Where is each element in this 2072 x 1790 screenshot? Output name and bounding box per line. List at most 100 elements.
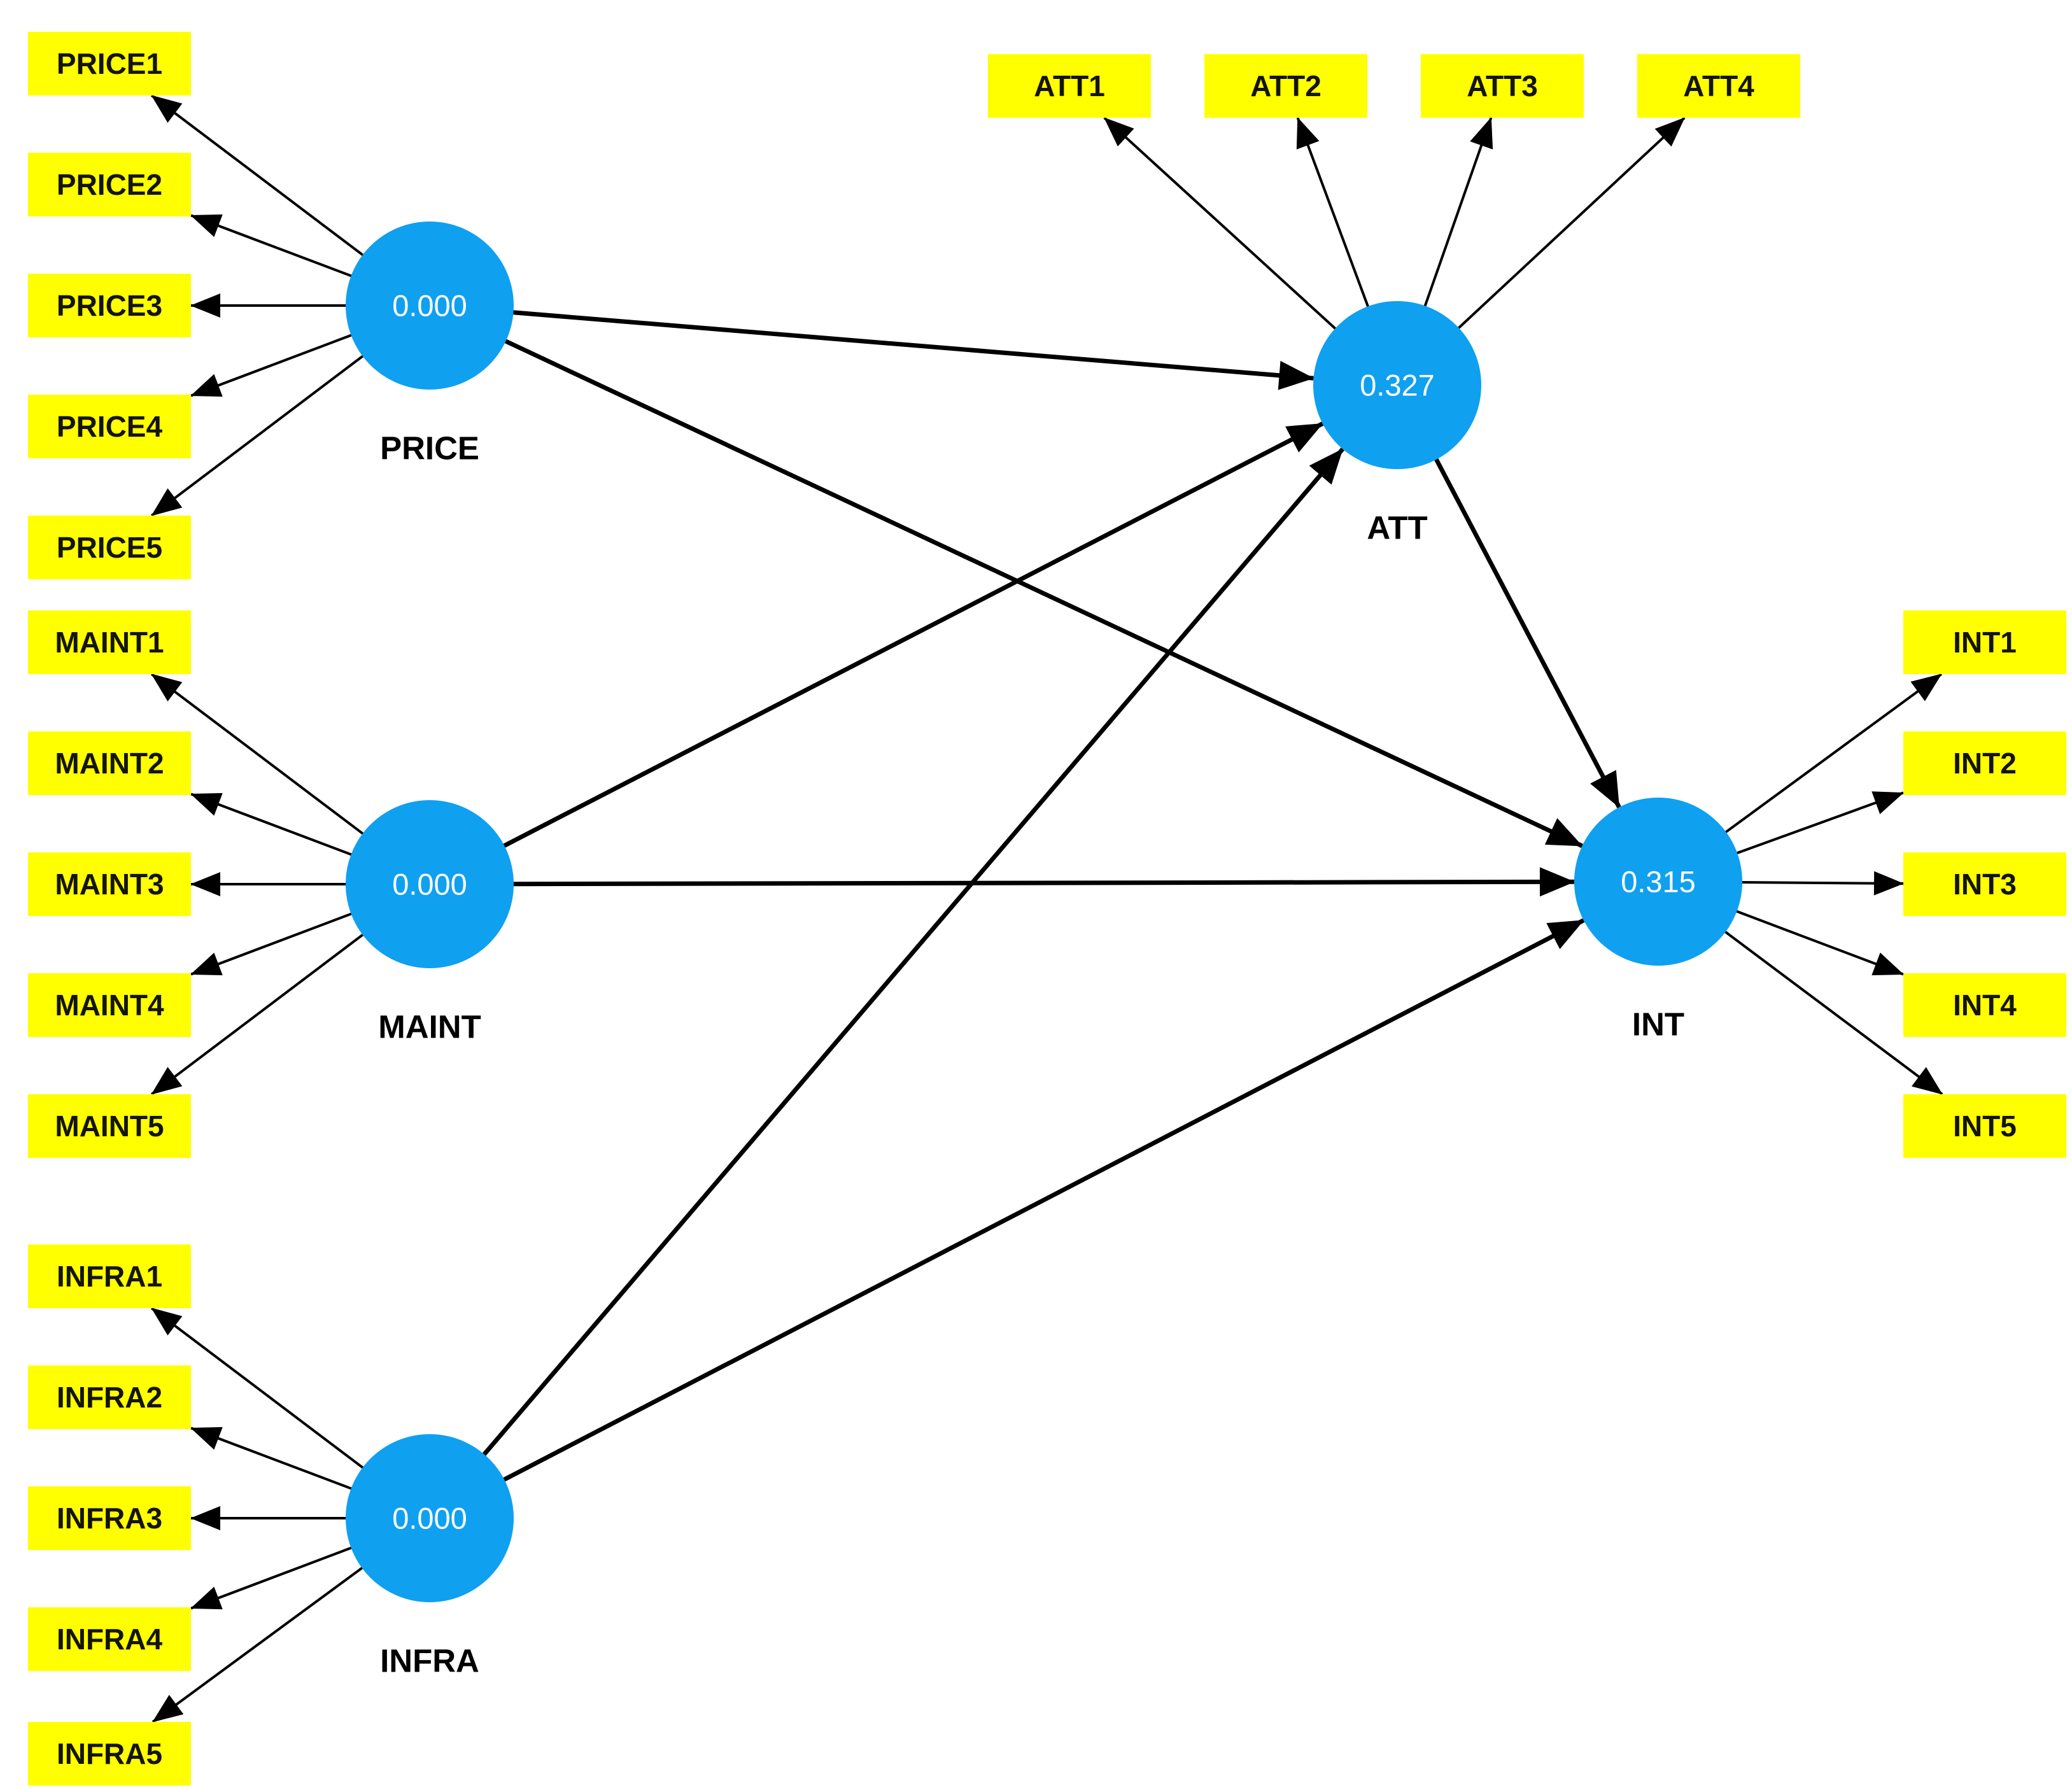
latent-value-MAINT: 0.000 — [392, 868, 467, 901]
indicator-MAINT4[interactable]: MAINT4 — [28, 973, 191, 1037]
indicator-label-INT1: INT1 — [1953, 626, 2017, 659]
indicator-label-MAINT3: MAINT3 — [55, 868, 164, 901]
indicator-box-PRICE1[interactable] — [28, 32, 191, 95]
indicator-MAINT5[interactable]: MAINT5 — [28, 1094, 191, 1158]
indicator-label-INT2: INT2 — [1953, 747, 2017, 780]
indicator-label-INFRA2: INFRA2 — [57, 1381, 162, 1414]
indicator-box-PRICE2[interactable] — [28, 153, 191, 216]
latent-name-PRICE: PRICE — [380, 430, 479, 467]
latent-name-INFRA: INFRA — [380, 1643, 479, 1679]
indicator-box-MAINT2[interactable] — [28, 731, 191, 795]
indicator-label-INT4: INT4 — [1953, 989, 2017, 1022]
latent-value-INFRA: 0.000 — [392, 1502, 467, 1535]
indicator-label-PRICE2: PRICE2 — [57, 168, 162, 201]
indicator-box-ATT4[interactable] — [1637, 54, 1800, 118]
structural-path-PRICE-ATT — [429, 303, 1314, 390]
indicator-box-ATT2[interactable] — [1204, 54, 1367, 118]
indicator-INT3[interactable]: INT3 — [1903, 852, 2066, 916]
latent-circle-INT[interactable] — [1574, 798, 1742, 966]
indicator-PRICE4[interactable]: PRICE4 — [28, 395, 191, 458]
structural-path-INFRA-ATT — [428, 448, 1344, 1520]
structural-path-INFRA-INT — [428, 918, 1585, 1521]
indicator-PRICE3[interactable]: PRICE3 — [28, 274, 191, 337]
indicator-label-MAINT2: MAINT2 — [55, 747, 164, 780]
indicator-MAINT3[interactable]: MAINT3 — [28, 852, 191, 916]
indicator-INFRA4[interactable]: INFRA4 — [28, 1607, 191, 1671]
indicator-box-INT4[interactable] — [1903, 973, 2066, 1037]
indicator-box-MAINT1[interactable] — [28, 610, 191, 674]
latent-circle-INFRA[interactable] — [346, 1434, 514, 1602]
indicator-label-INFRA5: INFRA5 — [57, 1737, 162, 1770]
latent-name-INT: INT — [1632, 1006, 1684, 1043]
indicator-box-PRICE4[interactable] — [28, 395, 191, 458]
indicator-ATT3[interactable]: ATT3 — [1421, 54, 1584, 118]
indicator-label-PRICE4: PRICE4 — [57, 410, 163, 443]
indicator-ATT2[interactable]: ATT2 — [1204, 54, 1367, 118]
latent-name-MAINT: MAINT — [378, 1009, 481, 1045]
indicator-box-INT3[interactable] — [1903, 852, 2066, 916]
indicator-INFRA2[interactable]: INFRA2 — [28, 1365, 191, 1429]
indicator-box-MAINT5[interactable] — [28, 1094, 191, 1158]
indicator-box-INFRA4[interactable] — [28, 1607, 191, 1671]
indicator-INFRA1[interactable]: INFRA1 — [28, 1244, 191, 1308]
latent-value-INT: 0.315 — [1621, 865, 1696, 899]
latent-circle-MAINT[interactable] — [346, 800, 514, 968]
indicator-box-PRICE5[interactable] — [28, 516, 191, 579]
indicator-label-MAINT4: MAINT4 — [55, 989, 164, 1022]
indicator-box-INFRA1[interactable] — [28, 1244, 191, 1308]
indicator-label-ATT1: ATT1 — [1034, 69, 1105, 102]
indicator-label-INT5: INT5 — [1953, 1110, 2017, 1143]
indicator-INT1[interactable]: INT1 — [1903, 610, 2066, 674]
indicator-ATT1[interactable]: ATT1 — [988, 54, 1151, 118]
indicator-label-MAINT1: MAINT1 — [55, 626, 164, 659]
latent-name-ATT: ATT — [1367, 510, 1427, 546]
indicator-label-INFRA1: INFRA1 — [57, 1260, 162, 1293]
indicator-label-PRICE1: PRICE1 — [57, 47, 162, 80]
indicator-box-PRICE3[interactable] — [28, 274, 191, 337]
indicator-INFRA5[interactable]: INFRA5 — [28, 1722, 191, 1786]
indicator-PRICE1[interactable]: PRICE1 — [28, 32, 191, 95]
indicator-label-ATT4: ATT4 — [1683, 69, 1754, 102]
indicator-label-PRICE3: PRICE3 — [57, 289, 162, 322]
indicator-label-MAINT5: MAINT5 — [55, 1110, 164, 1143]
indicator-box-ATT1[interactable] — [988, 54, 1151, 118]
indicator-box-INFRA3[interactable] — [28, 1486, 191, 1550]
indicator-label-INFRA3: INFRA3 — [57, 1502, 162, 1535]
indicator-label-PRICE5: PRICE5 — [57, 531, 162, 564]
indicator-label-ATT2: ATT2 — [1250, 69, 1321, 102]
indicator-ATT4[interactable]: ATT4 — [1637, 54, 1800, 118]
indicator-MAINT2[interactable]: MAINT2 — [28, 731, 191, 795]
latent-circle-ATT[interactable] — [1313, 301, 1481, 469]
indicator-box-INFRA2[interactable] — [28, 1365, 191, 1429]
structural-path-MAINT-INT — [429, 867, 1575, 897]
indicator-box-ATT3[interactable] — [1421, 54, 1584, 118]
indicator-box-MAINT4[interactable] — [28, 973, 191, 1037]
latent-value-PRICE: 0.000 — [392, 289, 467, 323]
indicator-INT5[interactable]: INT5 — [1903, 1094, 2066, 1158]
indicator-box-INT1[interactable] — [1903, 610, 2066, 674]
indicator-label-INFRA4: INFRA4 — [57, 1623, 163, 1656]
indicator-label-ATT3: ATT3 — [1467, 69, 1538, 102]
indicator-MAINT1[interactable]: MAINT1 — [28, 610, 191, 674]
structural-path-MAINT-ATT — [428, 421, 1324, 887]
structural-path-PRICE-INT — [428, 303, 1583, 849]
latent-circle-PRICE[interactable] — [346, 222, 514, 390]
indicator-INT2[interactable]: INT2 — [1903, 731, 2066, 795]
indicator-PRICE2[interactable]: PRICE2 — [28, 153, 191, 216]
latent-value-ATT: 0.327 — [1360, 369, 1435, 402]
indicator-box-INT2[interactable] — [1903, 731, 2066, 795]
indicator-PRICE5[interactable]: PRICE5 — [28, 516, 191, 579]
indicator-INFRA3[interactable]: INFRA3 — [28, 1486, 191, 1550]
indicator-box-INT5[interactable] — [1903, 1094, 2066, 1158]
nodes-layer: PRICE1PRICE2PRICE3PRICE4PRICE5MAINT1MAIN… — [28, 32, 2066, 1786]
indicator-box-INFRA5[interactable] — [28, 1722, 191, 1786]
indicator-INT4[interactable]: INT4 — [1903, 973, 2066, 1037]
indicator-box-MAINT3[interactable] — [28, 852, 191, 916]
